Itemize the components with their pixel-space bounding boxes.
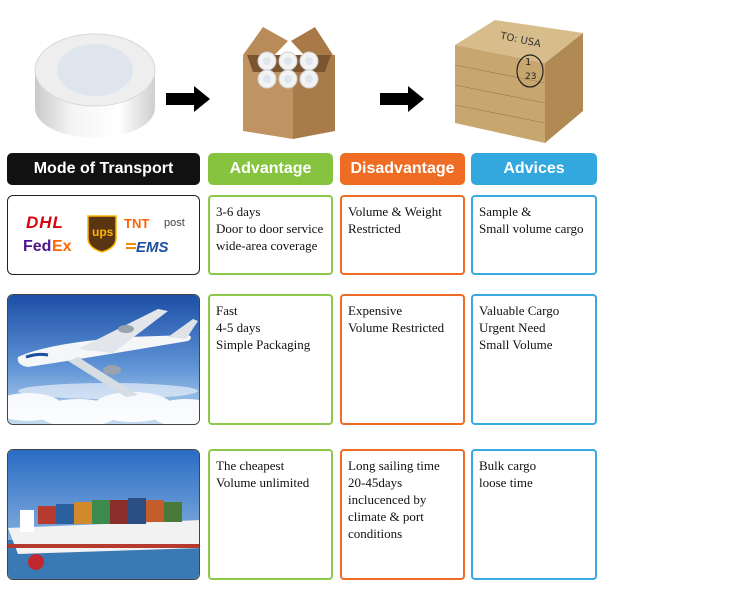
ups-logo: ups bbox=[92, 225, 114, 239]
advantage-cell-courier: 3-6 days Door to door service wide-area … bbox=[208, 195, 333, 275]
text-line: Volume & Weight bbox=[348, 204, 442, 219]
text-line: The cheapest bbox=[216, 458, 285, 473]
text-line: Volume unlimited bbox=[216, 475, 310, 490]
text-line: 3-6 days bbox=[216, 204, 261, 219]
text-line: 4-5 days bbox=[216, 320, 261, 335]
text-line: Door to door service bbox=[216, 221, 324, 236]
text-line: conditions bbox=[348, 526, 403, 541]
disadvantage-cell-air: Expensive Volume Restricted bbox=[340, 294, 465, 425]
advantage-cell-air: Fast 4-5 days Simple Packaging bbox=[208, 294, 333, 425]
text-line: Expensive bbox=[348, 303, 403, 318]
fedex-logo-ex: Ex bbox=[52, 238, 72, 255]
tnt-logo: TNT bbox=[124, 216, 150, 231]
label-roll-image bbox=[34, 33, 156, 138]
ems-logo: EMS bbox=[136, 239, 169, 256]
sealed-box-shape bbox=[454, 20, 583, 143]
text-line: climate & port bbox=[348, 509, 424, 524]
box-handwriting-total: 23 bbox=[525, 72, 537, 82]
courier-logos-image: DHL Fed Ex ups TNT post EMS bbox=[7, 195, 200, 275]
right-arrow-icon bbox=[166, 86, 210, 112]
ups-shield-icon bbox=[87, 215, 117, 253]
post-logo: post bbox=[164, 217, 185, 229]
text-line: Volume Restricted bbox=[348, 320, 445, 335]
disadvantage-cell-courier: Volume & Weight Restricted bbox=[340, 195, 465, 275]
header-disadvantage: Disadvantage bbox=[340, 153, 465, 185]
box-handwriting-num: 1 bbox=[525, 57, 532, 68]
text-line: Fast bbox=[216, 303, 238, 318]
open-box-image bbox=[243, 27, 335, 139]
text-line: Urgent Need bbox=[479, 320, 546, 335]
text-line: Bulk cargo bbox=[479, 458, 537, 473]
airplane-scene bbox=[8, 295, 199, 424]
text-line: wide-area coverage bbox=[216, 238, 318, 253]
text-line: Simple Packaging bbox=[216, 337, 311, 352]
fedex-logo-fed: Fed bbox=[23, 238, 52, 255]
airplane-image bbox=[7, 294, 200, 425]
container-ship-scene bbox=[8, 450, 199, 579]
sealed-box-image: TO: USA 1 23 bbox=[450, 15, 585, 145]
header-mode-of-transport: Mode of Transport bbox=[7, 153, 200, 185]
header-advices: Advices bbox=[471, 153, 597, 185]
advantage-cell-sea: The cheapest Volume unlimited bbox=[208, 449, 333, 580]
header-advantage: Advantage bbox=[208, 153, 333, 185]
text-line: 20-45days bbox=[348, 475, 403, 490]
text-line: Small volume cargo bbox=[479, 221, 584, 236]
text-line: Small Volume bbox=[479, 337, 553, 352]
text-line: inclucenced by bbox=[348, 492, 427, 507]
right-arrow-icon bbox=[380, 86, 424, 112]
text-line: Valuable Cargo bbox=[479, 303, 560, 318]
text-line: loose time bbox=[479, 475, 533, 490]
text-line: Long sailing time bbox=[348, 458, 440, 473]
advices-cell-sea: Bulk cargo loose time bbox=[471, 449, 597, 580]
text-line: Restricted bbox=[348, 221, 401, 236]
advices-cell-courier: Sample & Small volume cargo bbox=[471, 195, 597, 275]
container-ship-image bbox=[7, 449, 200, 580]
ems-stripes-icon bbox=[126, 243, 136, 249]
text-line: Sample & bbox=[479, 204, 532, 219]
advices-cell-air: Valuable Cargo Urgent Need Small Volume bbox=[471, 294, 597, 425]
dhl-logo: DHL bbox=[26, 213, 64, 232]
disadvantage-cell-sea: Long sailing time 20-45days inclucenced … bbox=[340, 449, 465, 580]
